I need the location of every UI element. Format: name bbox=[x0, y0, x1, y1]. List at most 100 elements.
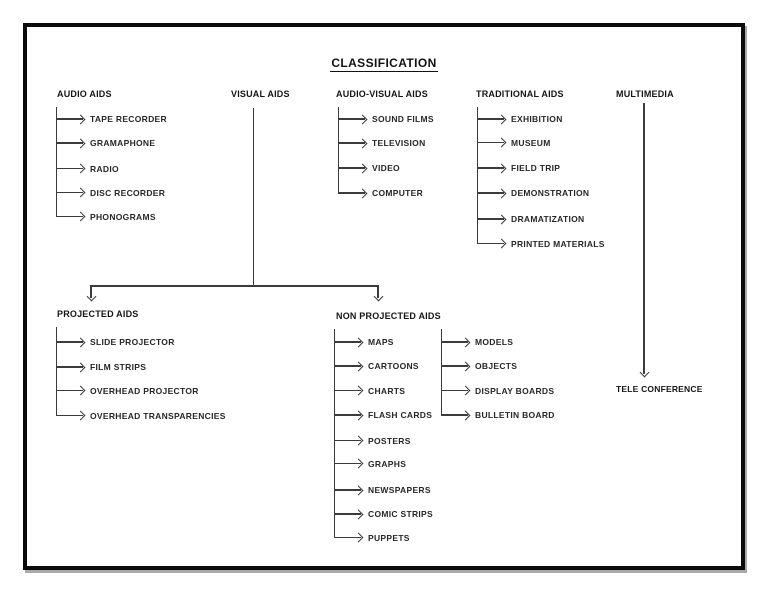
right-arrow-icon bbox=[334, 439, 361, 442]
tree-item: BULLETIN BOARD bbox=[441, 407, 555, 423]
tree-item-label: COMIC STRIPS bbox=[368, 509, 433, 519]
tree-item-label: EXHIBITION bbox=[511, 114, 563, 124]
connector-audio-visual-spine bbox=[337, 107, 339, 194]
right-arrow-icon bbox=[56, 414, 83, 417]
tree-item: CHARTS bbox=[334, 383, 405, 399]
right-arrow-icon bbox=[441, 365, 468, 367]
right-arrow-icon bbox=[56, 167, 83, 170]
tree-item: MUSEUM bbox=[477, 135, 551, 151]
right-arrow-icon bbox=[338, 192, 365, 194]
tree-item-label: DEMONSTRATION bbox=[511, 188, 590, 198]
right-arrow-icon bbox=[441, 341, 468, 343]
tree-item-label: SLIDE PROJECTOR bbox=[90, 337, 175, 347]
tree-item: GRAMAPHONE bbox=[56, 135, 155, 151]
tree-item-label: DISC RECORDER bbox=[90, 187, 166, 198]
tree-item: SOUND FILMS bbox=[338, 111, 434, 127]
tree-item: TELEVISION bbox=[338, 135, 426, 151]
right-arrow-icon bbox=[477, 167, 504, 169]
tree-item: PRINTED MATERIALS bbox=[477, 236, 605, 252]
right-arrow-icon bbox=[56, 118, 83, 120]
tree-item-label: DRAMATIZATION bbox=[511, 214, 585, 224]
tree-item-label: FIELD TRIP bbox=[511, 163, 561, 173]
tree-item-label: GRAPHS bbox=[368, 458, 407, 469]
connector-visual-spine bbox=[252, 108, 254, 286]
down-arrow-icon bbox=[643, 103, 645, 374]
connector-non-projected-spine-2 bbox=[440, 329, 442, 416]
diagram-frame bbox=[23, 23, 745, 570]
tree-item: DRAMATIZATION bbox=[477, 211, 584, 227]
header-audio-visual-aids: AUDIO-VISUAL AIDS bbox=[336, 89, 428, 99]
tree-item: DEMONSTRATION bbox=[477, 185, 589, 201]
tree-item: SLIDE PROJECTOR bbox=[56, 334, 175, 350]
right-arrow-icon bbox=[334, 365, 361, 367]
connector-traditional-spine bbox=[476, 107, 478, 244]
header-multimedia: MULTIMEDIA bbox=[616, 89, 674, 99]
right-arrow-icon bbox=[338, 118, 365, 120]
tree-item: VIDEO bbox=[338, 160, 400, 176]
tree-item-label: CHARTS bbox=[368, 385, 406, 396]
tree-item: COMPUTER bbox=[338, 185, 423, 201]
tree-item-label: FLASH CARDS bbox=[368, 410, 433, 420]
tree-item-label: DISPLAY BOARDS bbox=[475, 385, 555, 396]
tree-item: FLASH CARDS bbox=[334, 407, 432, 423]
right-arrow-icon bbox=[56, 389, 83, 392]
connector-non-projected-spine bbox=[333, 329, 335, 538]
header-projected-aids: PROJECTED AIDS bbox=[57, 309, 139, 319]
right-arrow-icon bbox=[338, 167, 365, 169]
tree-item-label: PUPPETS bbox=[368, 532, 410, 543]
right-arrow-icon bbox=[477, 141, 504, 144]
tree-item-label: MAPS bbox=[368, 337, 394, 347]
right-arrow-icon bbox=[334, 462, 361, 465]
tree-item-label: NEWSPAPERS bbox=[368, 485, 431, 495]
right-arrow-icon bbox=[477, 242, 504, 245]
right-arrow-icon bbox=[441, 389, 468, 392]
right-arrow-icon bbox=[477, 218, 504, 220]
right-arrow-icon bbox=[441, 414, 468, 416]
right-arrow-icon bbox=[477, 192, 504, 194]
right-arrow-icon bbox=[334, 414, 361, 416]
tree-item: PUPPETS bbox=[334, 530, 410, 546]
down-arrow-icon bbox=[90, 285, 92, 298]
header-audio-aids: AUDIO AIDS bbox=[57, 89, 112, 99]
right-arrow-icon bbox=[334, 536, 361, 539]
tree-item: COMIC STRIPS bbox=[334, 506, 433, 522]
tree-item-label: FILM STRIPS bbox=[90, 362, 147, 372]
connector-visual-fork-bar bbox=[91, 285, 378, 287]
page-title-text: CLASSIFICATION bbox=[330, 56, 438, 72]
tree-item: PHONOGRAMS bbox=[56, 209, 156, 225]
tree-item: FILM STRIPS bbox=[56, 359, 146, 375]
right-arrow-icon bbox=[56, 215, 83, 218]
tree-item-label: SOUND FILMS bbox=[372, 114, 434, 124]
tree-item-label: PHONOGRAMS bbox=[90, 211, 156, 222]
page-title: CLASSIFICATION bbox=[0, 56, 768, 72]
tree-item-label: OVERHEAD PROJECTOR bbox=[90, 385, 199, 396]
label-tele-conference: TELE CONFERENCE bbox=[616, 384, 703, 394]
tree-item-label: MUSEUM bbox=[511, 137, 551, 148]
right-arrow-icon bbox=[56, 191, 83, 194]
tree-item-label: TAPE RECORDER bbox=[90, 114, 167, 124]
tree-item: POSTERS bbox=[334, 433, 411, 449]
tree-item: DISC RECORDER bbox=[56, 185, 165, 201]
tree-item-label: GRAMAPHONE bbox=[90, 138, 156, 148]
header-non-projected-aids: NON PROJECTED AIDS bbox=[336, 311, 441, 321]
tree-item: GRAPHS bbox=[334, 456, 406, 472]
tree-item: DISPLAY BOARDS bbox=[441, 383, 554, 399]
tree-item-label: VIDEO bbox=[372, 163, 400, 173]
tree-item-label: RADIO bbox=[90, 163, 119, 174]
tree-item-label: BULLETIN BOARD bbox=[475, 410, 555, 420]
tree-item: EXHIBITION bbox=[477, 111, 563, 127]
right-arrow-icon bbox=[56, 142, 83, 144]
tree-item-label: CARTOONS bbox=[368, 361, 419, 371]
right-arrow-icon bbox=[334, 341, 361, 343]
tree-item: OVERHEAD TRANSPARENCIES bbox=[56, 408, 226, 424]
header-traditional-aids: TRADITIONAL AIDS bbox=[476, 89, 564, 99]
right-arrow-icon bbox=[334, 513, 361, 515]
tree-item-label: OBJECTS bbox=[475, 361, 518, 371]
down-arrow-icon bbox=[377, 285, 379, 298]
right-arrow-icon bbox=[334, 489, 361, 491]
tree-item: TAPE RECORDER bbox=[56, 111, 167, 127]
tree-item: CARTOONS bbox=[334, 358, 419, 374]
tree-item: OBJECTS bbox=[441, 358, 517, 374]
tree-item-label: TELEVISION bbox=[372, 138, 426, 148]
tree-item-label: POSTERS bbox=[368, 435, 411, 446]
